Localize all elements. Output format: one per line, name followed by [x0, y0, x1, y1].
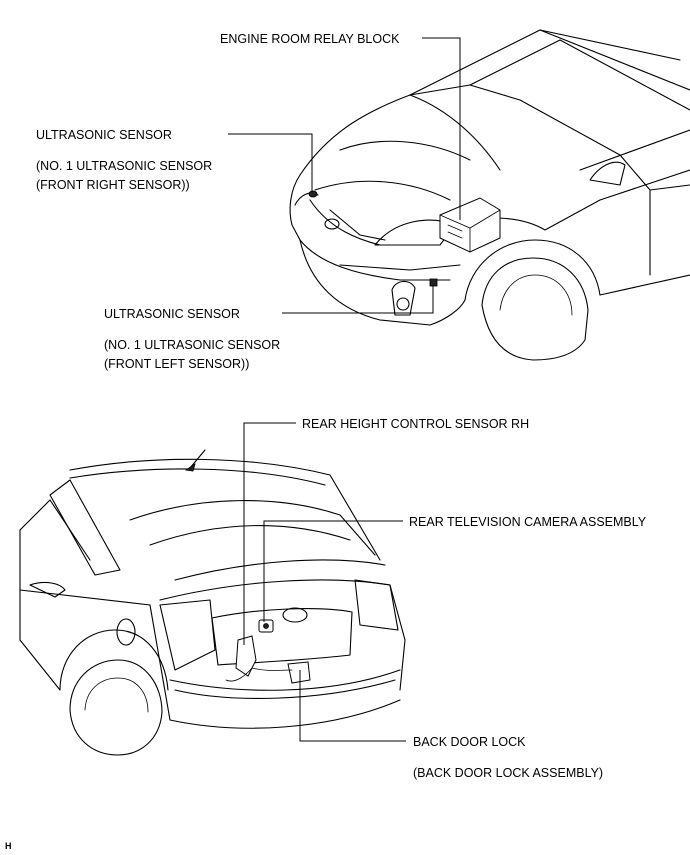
label-ultrasonic-sensor-left-sub2: (FRONT LEFT SENSOR)) — [104, 357, 249, 371]
leader-ultrasonic-sensor-right — [228, 133, 313, 192]
leader-engine-room-relay-block — [422, 37, 461, 220]
leader-ultrasonic-sensor-left — [282, 285, 434, 314]
leader-back-door-lock — [299, 670, 406, 742]
label-ultrasonic-sensor-right-sub2: (FRONT RIGHT SENSOR)) — [36, 178, 190, 192]
label-rear-height-control-sensor: REAR HEIGHT CONTROL SENSOR RH — [302, 417, 529, 431]
label-rear-television-camera: REAR TELEVISION CAMERA ASSEMBLY — [409, 515, 647, 529]
label-back-door-lock-sub: (BACK DOOR LOCK ASSEMBLY) — [413, 766, 603, 780]
label-back-door-lock: BACK DOOR LOCK — [413, 735, 526, 749]
label-ultrasonic-sensor-left: ULTRASONIC SENSOR — [104, 307, 240, 321]
rear-vehicle-illustration — [19, 449, 406, 756]
label-engine-room-relay-block: ENGINE ROOM RELAY BLOCK — [220, 32, 400, 46]
label-ultrasonic-sensor-left-sub1: (NO. 1 ULTRASONIC SENSOR — [104, 338, 280, 352]
corner-mark: H — [5, 841, 12, 851]
leader-rear-television-camera — [263, 520, 403, 622]
label-ultrasonic-sensor-right: ULTRASONIC SENSOR — [36, 128, 172, 142]
leader-rear-height-control-sensor — [243, 422, 296, 645]
label-ultrasonic-sensor-right-sub1: (NO. 1 ULTRASONIC SENSOR — [36, 159, 212, 173]
front-vehicle-illustration — [289, 29, 690, 361]
